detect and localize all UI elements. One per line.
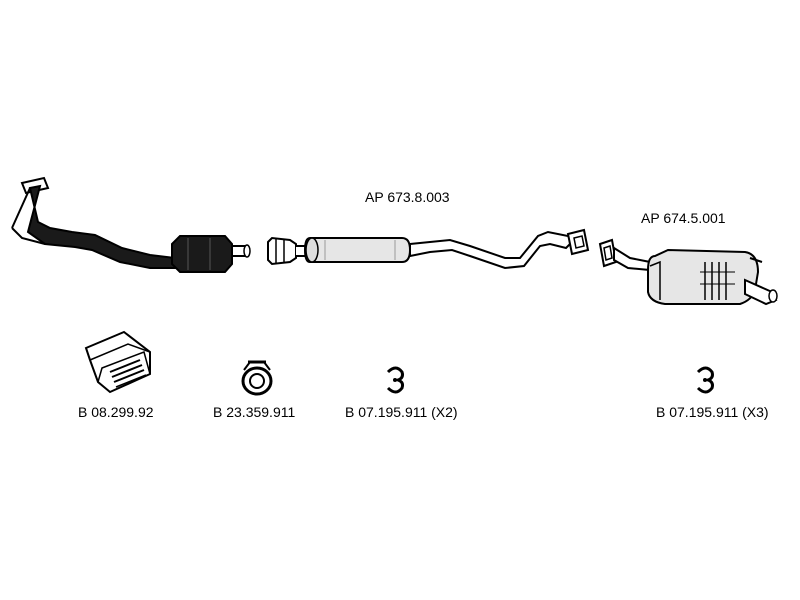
front-pipe-assembly [11,176,251,273]
accessory-label: B 07.195.911 (X2) [345,404,458,420]
middle-silencer-label: AP 673.8.003 [365,189,450,205]
pipe-clamp-icon [241,360,273,396]
mounting-kit-box-icon [84,330,151,394]
accessory-label: B 07.195.911 (X3) [656,404,769,420]
rear-silencer-assembly [598,238,778,306]
accessory-label: B 08.299.92 [78,404,154,420]
rubber-ring-icon [386,366,404,394]
rubber-ring-icon [696,366,714,394]
accessory-label: B 23.359.911 [213,404,296,420]
middle-silencer-assembly [267,228,590,270]
rear-silencer-label: AP 674.5.001 [641,210,726,226]
